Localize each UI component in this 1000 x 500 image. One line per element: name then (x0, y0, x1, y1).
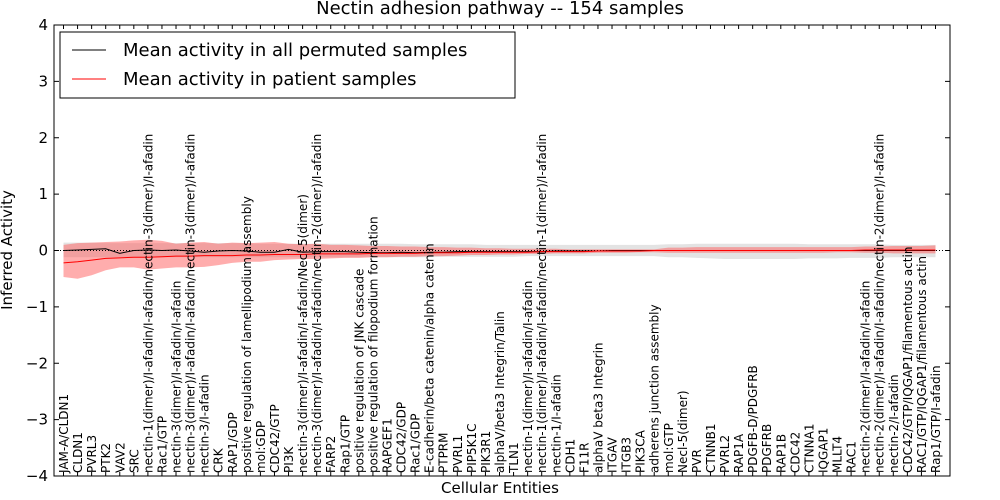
series-line-2 (63, 249, 936, 264)
x-tick-label: RAP1B (774, 434, 788, 473)
x-tick-label: nectin-1(dimer)/I-afadin/I-afadin (521, 281, 535, 473)
x-tick-label: nectin-1/I-afadin (549, 374, 563, 473)
x-tick-label: RAPGEF1 (380, 418, 394, 473)
x-tick-label: nectin-3(dimer)/I-afadin/I-afadin/nectin… (184, 134, 198, 473)
x-tick-label: PVRL3 (85, 435, 99, 473)
x-tick-label: RAP1A (732, 433, 746, 473)
x-tick-label: RAP1/GDP (226, 412, 240, 473)
x-tick-label: PTPRM (437, 433, 451, 474)
x-tick-label: PVRL1 (451, 435, 465, 473)
x-tick-label: CTNNA1 (802, 423, 816, 473)
x-tick-label: positive regulation of JNK cascade (352, 269, 366, 473)
x-tick-label: nectin-1(dimer)/I-afadin/I-afadin/nectin… (535, 134, 549, 473)
x-tick-label: RAC1 (845, 441, 859, 473)
confidence-band-2 (63, 239, 936, 279)
chart-title: Nectin adhesion pathway -- 154 samples (316, 0, 684, 19)
x-tick-label: CLDN1 (71, 432, 85, 473)
x-tick-label: nectin-3(dimer)/I-afadin/I-afadin/Necl-5… (296, 194, 310, 473)
x-tick-label: adherens junction assembly (648, 304, 662, 473)
x-tick-label: PVR (690, 449, 704, 473)
x-tick-label: Rac1/GTP (155, 416, 169, 473)
y-tick-label: 3 (38, 72, 48, 90)
x-tick-label: nectin-3(dimer)/I-afadin/I-afadin/nectin… (310, 134, 324, 473)
x-tick-label: VAV2 (113, 442, 127, 473)
x-tick-label: CDH1 (563, 439, 577, 473)
x-tick-label: CDC42/GDP (395, 402, 409, 473)
y-tick-label: 0 (38, 242, 48, 260)
x-tick-label: nectin-2(dimer)/I-afadin/I-afadin (859, 281, 873, 473)
x-tick-label: PDGFRB (760, 424, 774, 473)
x-tick-label: PIK3CA (634, 429, 648, 473)
x-tick-label: Rac1/GDP (409, 414, 423, 473)
x-tick-label: positive regulation of lamellipodium ass… (240, 196, 254, 473)
y-tick-label: −1 (26, 298, 48, 316)
x-tick-label: PDGFB-D/PDGFRB (746, 365, 760, 473)
x-tick-label: positive regulation of filopodium format… (366, 216, 380, 473)
y-tick-label: −3 (26, 411, 48, 429)
x-tick-label: nectin-3(dimer)/I-afadin/I-afadin (170, 281, 184, 473)
y-tick-label: −2 (26, 354, 48, 372)
x-tick-label: PIP5K1C (465, 423, 479, 473)
x-tick-label: nectin-3/I-afadin (198, 374, 212, 473)
x-tick-label: SRC (127, 449, 141, 473)
x-tick-label: TLN1 (507, 442, 521, 474)
x-tick-label: PTK2 (99, 443, 113, 473)
x-tick-label: MLLT4 (831, 436, 845, 473)
x-tick-label: CRK (212, 447, 226, 473)
x-tick-label: CTNNB1 (704, 423, 718, 473)
x-tick-label: alphaV/beta3 Integrin/Talin (493, 311, 507, 473)
y-tick-label: 1 (38, 185, 48, 203)
x-tick-label: PIK3R1 (479, 431, 493, 473)
legend-label-2: Mean activity in patient samples (123, 69, 417, 90)
x-tick-label: Rap1/GTP (338, 415, 352, 473)
x-tick-label: alphaV beta3 Integrin (591, 342, 605, 473)
y-axis-label: Inferred Activity (0, 190, 16, 310)
x-tick-label: RAC1/GTP/IQGAP1/filamentous actin (915, 256, 929, 473)
x-tick-label: PI3K (282, 446, 296, 473)
x-tick-label: CDC42 (788, 432, 802, 473)
x-tick-label: nectin-1(dimer)/I-afadin/I-afadin/nectin… (141, 134, 155, 473)
x-tick-label: E-cadherin/beta catenin/alpha catenin (423, 243, 437, 473)
plot-frame (53, 24, 951, 477)
x-tick-label: mol:GDP (254, 421, 268, 473)
x-tick-label: IQGAP1 (816, 428, 830, 473)
legend-label-1: Mean activity in all permuted samples (123, 40, 467, 61)
x-tick-label: FARP2 (324, 436, 338, 473)
x-tick-label: ITGB3 (620, 437, 634, 473)
x-tick-label: Necl-5(dimer) (676, 390, 690, 473)
x-tick-label: CDC42/GTP/IQGAP1/filamentous actin (901, 247, 915, 473)
x-tick-label: nectin-2/I-afadin (887, 374, 901, 473)
x-tick-label: F11R (577, 442, 591, 473)
x-tick-label: PVRL2 (718, 435, 732, 473)
y-tick-label: 2 (38, 129, 48, 147)
x-tick-label: Rap1/GTP/I-afadin (929, 365, 943, 473)
x-tick-label: CDC42/GTP (268, 404, 282, 473)
x-tick-label: JAM-A/CLDN1 (57, 394, 71, 474)
x-tick-label: nectin-2(dimer)/I-afadin/I-afadin/nectin… (873, 134, 887, 473)
legend-box (59, 31, 516, 99)
x-tick-label: mol:GTP (662, 423, 676, 473)
y-tick-label: 4 (38, 16, 48, 34)
x-axis-label: Cellular Entities (441, 479, 559, 497)
x-tick-label: ITGAV (606, 436, 620, 473)
y-tick-label: −4 (26, 467, 48, 485)
